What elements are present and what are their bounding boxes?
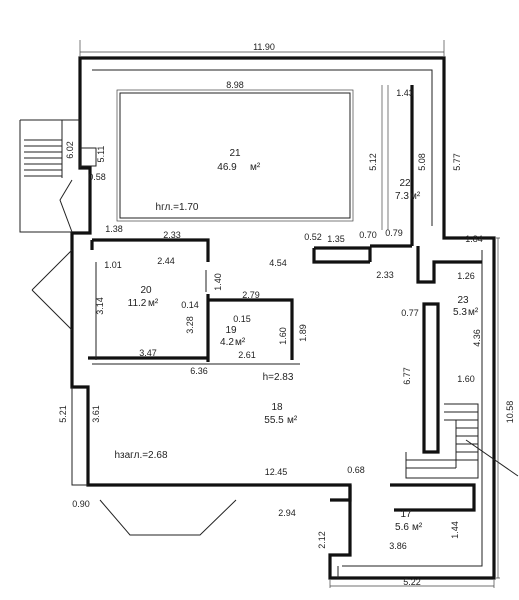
room-number: 17 — [400, 509, 412, 520]
dim-label: 0.68 — [347, 465, 365, 475]
dim-label: 3.47 — [139, 348, 157, 358]
room-area-unit: м² — [250, 162, 261, 173]
room-area: 5.3 — [453, 307, 467, 318]
room-area-unit: м² — [410, 191, 421, 202]
dim-label: 5.21 — [58, 405, 68, 423]
interior-walls — [88, 85, 482, 512]
room-area-unit: м² — [148, 298, 159, 309]
room-area-unit: м² — [412, 522, 423, 533]
dim-label: 1.60 — [278, 327, 288, 345]
dim-label: 1.38 — [105, 224, 123, 234]
room-area: 46.9 — [217, 162, 237, 173]
dim-label: 4.54 — [269, 258, 287, 268]
dim-label: 3.61 — [91, 405, 101, 423]
dim-label: 1.84 — [465, 234, 483, 244]
dim-label: 3.14 — [95, 297, 105, 315]
dim-label: 6.77 — [402, 367, 412, 385]
dim-label: 2.33 — [376, 270, 394, 280]
right-stair — [405, 403, 519, 479]
dim-label: 1.89 — [298, 324, 308, 342]
room-area-unit: м² — [468, 307, 479, 318]
room-area: 5.6 — [395, 522, 409, 533]
room-area-unit: м² — [287, 415, 298, 426]
room-number: 19 — [225, 325, 237, 336]
dim-label: 0.77 — [401, 308, 419, 318]
room-area: 4.2 — [220, 337, 234, 348]
bay-window — [71, 387, 237, 536]
left-stair — [19, 119, 97, 331]
dim-label: 0.79 — [385, 228, 403, 238]
dim-label: 2.79 — [242, 290, 260, 300]
dim-label: 5.22 — [403, 577, 421, 587]
room-number: 21 — [229, 148, 241, 159]
room-area: 55.5 — [264, 415, 284, 426]
dim-label: 0.14 — [181, 300, 199, 310]
dim-label: 1.60 — [457, 374, 475, 384]
dim-label: 12.45 — [265, 467, 288, 477]
exterior-walls — [70, 56, 496, 580]
dim-label: 0.15 — [233, 314, 251, 324]
dim-label: 4.36 — [472, 329, 482, 347]
dim-label: 1.01 — [104, 260, 122, 270]
dim-label: 8.98 — [226, 80, 244, 90]
dim-label: 2.61 — [238, 350, 256, 360]
dim-label: 6.36 — [190, 366, 208, 376]
dim-label: 1.35 — [327, 234, 345, 244]
dimension-labels: 11.90 8.98 1.43 5.12 5.08 5.77 6.02 5.11… — [58, 42, 515, 587]
room-labels: 21 46.9 м² hгл.=1.70 22 7.3 м² 20 11.2 м… — [114, 148, 478, 533]
pool — [116, 85, 389, 230]
dim-label: 0.58 — [88, 172, 106, 182]
dim-label: 1.26 — [457, 271, 475, 281]
dimension-lines — [79, 40, 500, 588]
dim-label: 5.08 — [417, 153, 427, 171]
dim-label: 0.70 — [359, 230, 377, 240]
room-number: 18 — [271, 402, 283, 413]
dim-label: 5.12 — [368, 153, 378, 171]
dim-label: 2.12 — [317, 531, 327, 549]
dim-label: 10.58 — [505, 401, 515, 424]
room-number: 23 — [457, 295, 469, 306]
dim-label: 2.94 — [278, 508, 296, 518]
dim-label: 1.40 — [213, 273, 223, 291]
dim-label: 3.86 — [389, 541, 407, 551]
dim-label: 0.52 — [304, 232, 322, 242]
room-area-unit: м² — [235, 337, 246, 348]
room-area: 11.2 — [128, 298, 147, 309]
dim-label: 2.33 — [163, 230, 181, 240]
dim-label: 5.11 — [96, 146, 106, 163]
dim-label: 1.44 — [450, 521, 460, 539]
dim-label: 6.02 — [65, 141, 75, 159]
dim-label: 1.43 — [396, 88, 414, 98]
room-area: 7.3 — [395, 191, 409, 202]
dim-label: 2.44 — [157, 256, 175, 266]
dim-label: 11.90 — [253, 42, 275, 52]
room-height-note: h=2.83 — [263, 372, 294, 383]
dim-label: 3.28 — [185, 316, 195, 334]
room-height-note: hгл.=1.70 — [156, 202, 199, 213]
ceiling-height-note: hзагл.=2.68 — [114, 450, 167, 461]
room-number: 22 — [399, 178, 411, 189]
dim-label: 5.77 — [452, 153, 462, 171]
room-number: 20 — [140, 285, 152, 296]
dim-label: 0.90 — [72, 499, 90, 509]
